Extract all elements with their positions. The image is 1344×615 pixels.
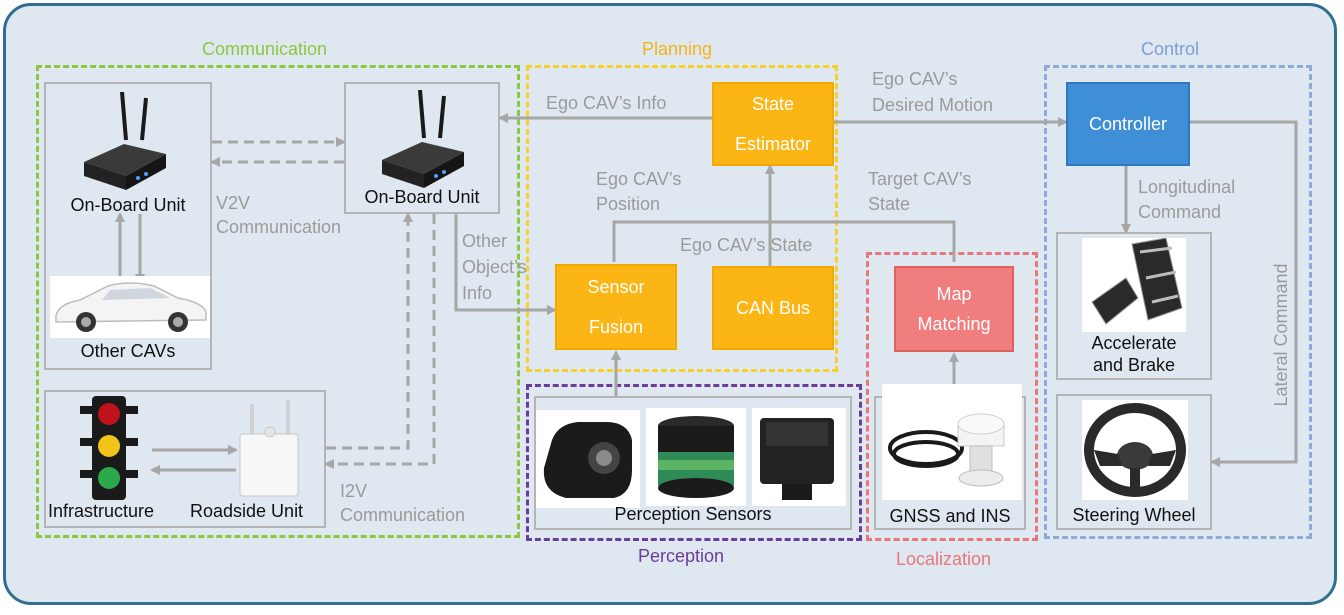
- target-state-label-1: Target CAV’s: [868, 169, 972, 189]
- other-object-label-1: Other: [462, 231, 508, 251]
- ego-desired-label-1: Ego CAV’s: [872, 69, 958, 89]
- infrastructure-label: Infrastructure: [48, 501, 155, 521]
- v2v-label-2: Communication: [216, 217, 342, 237]
- router-icon: [382, 90, 464, 188]
- state-estimator-label-2: Estimator: [734, 134, 812, 154]
- other-object-label-3: Info: [462, 283, 493, 303]
- lateral-arrow: [1190, 120, 1298, 467]
- sensor-fusion-label-1: Sensor: [587, 277, 645, 297]
- i2v-down-arrow: [324, 214, 436, 469]
- localization-title: Localization: [896, 549, 992, 569]
- ego-desired-label-2: Desired Motion: [872, 95, 994, 115]
- sensor-fusion-box: Sensor Fusion: [555, 264, 677, 350]
- gnss-antenna-icon: [882, 384, 1022, 500]
- perception-title: Perception: [638, 546, 725, 566]
- i2v-up-arrow: [326, 212, 413, 450]
- longitudinal-label-2: Command: [1138, 202, 1222, 222]
- can-bus-label: CAN Bus: [735, 298, 811, 318]
- accelerate-label-2: and Brake: [1092, 355, 1176, 375]
- control-region: [1044, 65, 1312, 539]
- sensor-fusion-label-2: Fusion: [588, 317, 644, 337]
- pedals-icon: [1082, 238, 1186, 332]
- i2v-label-2: Communication: [340, 505, 466, 525]
- obu-center-label: On-Board Unit: [364, 187, 480, 207]
- can-bus-box: CAN Bus: [712, 266, 834, 350]
- accelerate-label-1: Accelerate: [1091, 333, 1177, 353]
- control-title: Control: [1141, 39, 1200, 59]
- car-icon: [50, 276, 210, 338]
- lateral-label: Lateral Command: [1271, 263, 1291, 407]
- state-estimator-label-1: State: [751, 94, 795, 114]
- other-cavs-label: Other CAVs: [80, 341, 176, 361]
- i2v-label-1: I2V: [340, 481, 368, 501]
- camera-icon: [536, 410, 640, 508]
- ego-state-label: Ego CAV’s State: [680, 235, 813, 255]
- roadside-unit-icon: [239, 400, 299, 497]
- ego-position-line: [612, 220, 956, 262]
- target-state-label-2: State: [868, 194, 911, 214]
- localization-region: [866, 252, 1038, 541]
- other-object-arrow: [454, 214, 557, 315]
- traffic-light-icon: [80, 396, 138, 500]
- steering-wheel-icon: [1082, 400, 1188, 500]
- radar-icon: [752, 408, 846, 506]
- map-matching-label-1: Map: [936, 284, 972, 304]
- planning-title: Planning: [642, 39, 713, 59]
- gnss-label: GNSS and INS: [889, 506, 1011, 526]
- router-icon: [84, 92, 166, 190]
- lidar-icon: [646, 408, 746, 506]
- ego-position-label-2: Position: [596, 194, 661, 214]
- roadside-unit-label: Roadside Unit: [190, 501, 304, 521]
- communication-title: Communication: [202, 39, 328, 59]
- perception-sensors-label: Perception Sensors: [614, 504, 772, 524]
- communication-region: [36, 65, 520, 538]
- map-matching-label-2: Matching: [917, 314, 991, 334]
- steering-label: Steering Wheel: [1072, 505, 1196, 525]
- map-matching-box: Map Matching: [894, 266, 1014, 352]
- controller-box: Controller: [1066, 82, 1190, 166]
- obu-left-label: On-Board Unit: [70, 195, 186, 215]
- perception-region: [526, 384, 862, 541]
- other-object-label-2: Object’s: [462, 257, 527, 277]
- longitudinal-label-1: Longitudinal: [1138, 177, 1236, 197]
- ego-position-label-1: Ego CAV’s: [596, 169, 682, 189]
- v2v-label-1: V2V: [216, 193, 251, 213]
- controller-label: Controller: [1088, 114, 1168, 134]
- state-estimator-box: State Estimator: [712, 82, 834, 166]
- ego-info-label: Ego CAV’s Info: [546, 93, 667, 113]
- planning-region: [526, 65, 838, 372]
